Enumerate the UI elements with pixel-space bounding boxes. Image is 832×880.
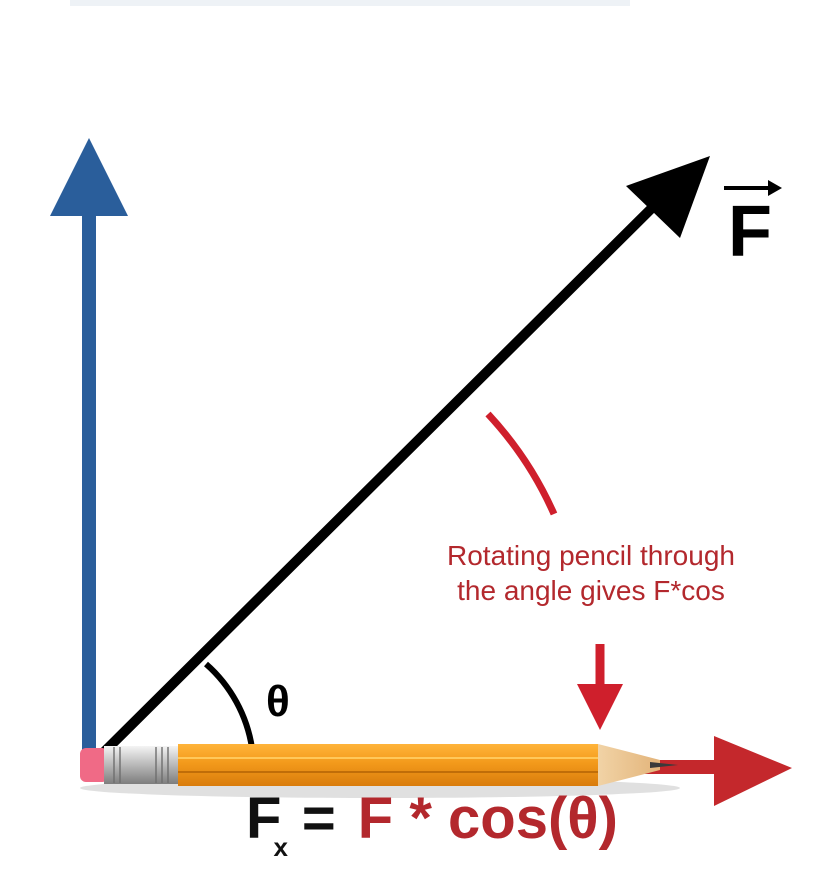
pencil-eraser	[80, 748, 108, 782]
down-arrow	[577, 644, 623, 730]
formula-rhs: F * cos(θ)	[357, 786, 618, 851]
pencil-icon	[80, 744, 680, 798]
force-vector-shaft	[99, 195, 665, 757]
formula-equals: =	[301, 786, 336, 851]
vector-arrow-icon	[724, 180, 782, 196]
pencil-lead	[650, 762, 678, 768]
formula-lhs-subscript: x	[273, 832, 288, 862]
rotation-arc	[485, 411, 558, 516]
vector-label: F	[728, 192, 772, 272]
vertical-axis-arrowhead	[50, 138, 128, 216]
vertical-axis	[50, 138, 128, 765]
angle-label: θ	[266, 677, 290, 726]
top-strip	[70, 0, 630, 6]
pencil-wood	[598, 744, 660, 786]
down-arrow-head	[577, 684, 623, 730]
formula: Fx=F * cos(θ)	[246, 790, 618, 861]
formula-lhs-symbol: F	[246, 786, 282, 851]
pencil-ferrule	[104, 746, 178, 784]
vertical-axis-shaft	[82, 205, 96, 765]
force-vector	[99, 156, 710, 757]
horizontal-axis	[640, 736, 792, 806]
angle-arc	[204, 661, 255, 749]
pencil-body	[178, 744, 598, 786]
horizontal-axis-arrowhead	[714, 736, 792, 806]
annotation-line-1: Rotating pencil through	[447, 540, 735, 571]
rotation-annotation: Rotating pencil through the angle gives …	[396, 538, 786, 608]
force-vector-arrowhead	[626, 156, 710, 238]
annotation-line-2: the angle gives F*cos	[457, 575, 725, 606]
